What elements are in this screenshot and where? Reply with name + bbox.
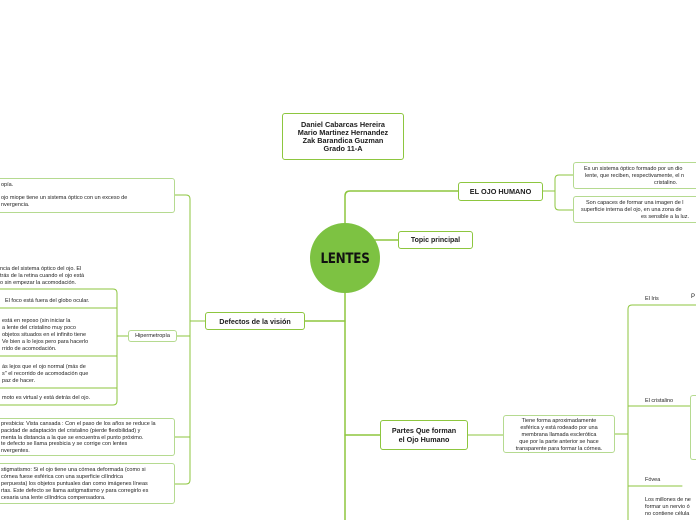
detail-line: es sensible a la luz. — [641, 214, 689, 220]
hipermetropia-node[interactable]: Hipermetropía — [128, 330, 177, 342]
description-line: transparente para formar la córnea. — [515, 445, 603, 452]
detail-line: s" el recorrido de acomodación que — [2, 371, 89, 377]
ojo-humano-detail-1[interactable]: Es un sistema óptico formado por un dio … — [573, 162, 696, 189]
connector-ojo-details — [542, 174, 574, 211]
detail-line: o sin empezar la acomodación. — [0, 280, 77, 286]
hipermetropia-detail-3[interactable]: está en reposo (sin iniciar la a lente d… — [2, 318, 88, 353]
presbicia-line: te defecto se llama presbicia y se corri… — [1, 441, 128, 448]
detail-line: ás lejos que el ojo normal (más de — [2, 364, 86, 370]
hipermetropia-detail-1[interactable]: ncia del sistema óptico del ojo. El trás… — [0, 266, 84, 287]
nervio-optico-node[interactable]: Los millones de ne formar un nervio ó no… — [645, 497, 691, 518]
cristalino-node[interactable]: El cristalino — [645, 398, 673, 405]
fovea-node[interactable]: Fóvea — [645, 477, 660, 484]
detail-line: superficie interna del ojo, en una zona … — [581, 207, 682, 213]
ojo-humano-label: EL OJO HUMANO — [469, 187, 532, 196]
detail-line: Ve bien a lo lejos pero para hacerlo — [2, 339, 89, 345]
detail-line: objetos situados en el infinito tiene — [2, 332, 87, 338]
description-line: que por la parte anterior se hace — [519, 438, 599, 445]
presbicia-line: pacidad de adaptación del cristalino (pi… — [1, 427, 141, 434]
topic-principal-label: Topic principal — [410, 236, 461, 244]
detail-line: trás de la retina cuando el ojo está — [0, 273, 85, 279]
astigmatismo-node[interactable]: stigmatismo: Si el ojo tiene una córnea … — [0, 463, 175, 504]
connector-hipermetropia-children — [0, 288, 129, 406]
defectos-node[interactable]: Defectos de la visión — [205, 312, 305, 330]
miopia-node[interactable]: opía. ojo miope tiene un sistema óptico … — [0, 178, 175, 213]
central-topic-label: LENTES — [320, 249, 370, 267]
iris-child-label: P — [691, 294, 696, 300]
detail-line: a lente del cristalino muy poco — [2, 325, 76, 331]
miopia-line: nvergencia. — [1, 202, 30, 208]
detail-line: moto es virtual y está detrás del ojo. — [2, 395, 91, 401]
astigmatismo-line: perpuesta) los objetos puntuales dan com… — [1, 481, 148, 487]
presbicia-line: nvergentes. — [1, 448, 30, 455]
presbicia-line: menta la distancia a la que se encuentra… — [1, 434, 144, 441]
connector-defectos-children — [174, 194, 206, 485]
author-line: Mario Martinez Hernandez — [297, 127, 389, 137]
nervio-line: Los millones de ne — [645, 497, 691, 503]
detail-line: Son capaces de formar una imagen de l — [586, 200, 684, 206]
detail-line: está en reposo (sin iniciar la — [2, 318, 71, 324]
hipermetropia-label: Hipermetropía — [135, 333, 170, 339]
author-grade: Grado 11-A — [323, 143, 363, 153]
astigmatismo-line: cesaria una lente cilíndrica compensador… — [1, 495, 106, 501]
cristalino-label: El cristalino — [645, 398, 674, 404]
partes-label-line: el Ojo Humano — [398, 435, 450, 444]
defectos-label: Defectos de la visión — [219, 316, 291, 326]
detail-line: Es un sistema óptico formado por un dio — [584, 166, 683, 172]
hipermetropia-detail-2[interactable]: El foco está fuera del globo ocular. — [5, 298, 89, 305]
partes-description-node[interactable]: Tiene forma aproximadamente esférica y e… — [503, 415, 615, 453]
ojo-humano-node[interactable]: EL OJO HUMANO — [458, 182, 543, 201]
iris-child-node[interactable]: P — [691, 294, 695, 301]
ojo-humano-detail-2[interactable]: Son capaces de formar una imagen de l su… — [573, 196, 696, 223]
topic-principal-node[interactable]: Topic principal — [398, 231, 473, 249]
fovea-label: Fóvea — [645, 477, 661, 483]
description-line: esférica y está rodeado por una — [520, 424, 598, 431]
presbicia-node[interactable]: presbicia: Vista cansada : Con el paso d… — [0, 418, 175, 456]
authors-node[interactable]: Daniel Cabarcas Hereira Mario Martinez H… — [282, 113, 404, 160]
detail-line: cristalino. — [654, 180, 678, 186]
nervio-line: formar un nervio ó — [645, 504, 690, 510]
iris-node[interactable]: El Iris — [645, 296, 659, 303]
author-line: Zak Barandica Guzman — [302, 135, 384, 145]
cristalino-child-node[interactable] — [690, 395, 696, 460]
connector-main-trunk — [344, 190, 459, 520]
presbicia-line: presbicia: Vista cansada : Con el paso d… — [1, 421, 156, 427]
detail-line: rrido de acomodación. — [2, 346, 57, 352]
astigmatismo-line: stigmatismo: Si el ojo tiene una córnea … — [1, 467, 146, 473]
astigmatismo-line: rtas. Este defecto se llama astigmatismo… — [1, 488, 149, 494]
hipermetropia-detail-5[interactable]: moto es virtual y está detrás del ojo. — [2, 395, 90, 402]
nervio-line: no contiene célula — [645, 511, 690, 517]
author-line: Daniel Cabarcas Hereira — [301, 119, 385, 129]
detail-line: ncia del sistema óptico del ojo. El — [0, 266, 82, 272]
astigmatismo-line: córnea fuese esférica con una superficie… — [1, 474, 123, 480]
miopia-line: opía. — [1, 182, 14, 188]
detail-line: paz de hacer. — [2, 378, 36, 384]
detail-line: El foco está fuera del globo ocular. — [5, 298, 90, 304]
partes-node[interactable]: Partes Que forman el Ojo Humano — [380, 420, 468, 450]
connector-partes-children — [467, 304, 696, 520]
miopia-line: ojo miope tiene un sistema óptico con un… — [1, 195, 128, 201]
central-topic[interactable]: LENTES — [310, 223, 380, 293]
iris-label: El Iris — [645, 296, 659, 302]
description-line: Tiene forma aproximadamente — [521, 417, 597, 424]
detail-line: lente, que reciben, respectivamente, el … — [585, 173, 685, 179]
description-line: membrana llamada esclerótica — [521, 431, 597, 438]
partes-label-line: Partes Que forman — [391, 426, 457, 435]
hipermetropia-detail-4[interactable]: ás lejos que el ojo normal (más de s" el… — [2, 364, 88, 385]
